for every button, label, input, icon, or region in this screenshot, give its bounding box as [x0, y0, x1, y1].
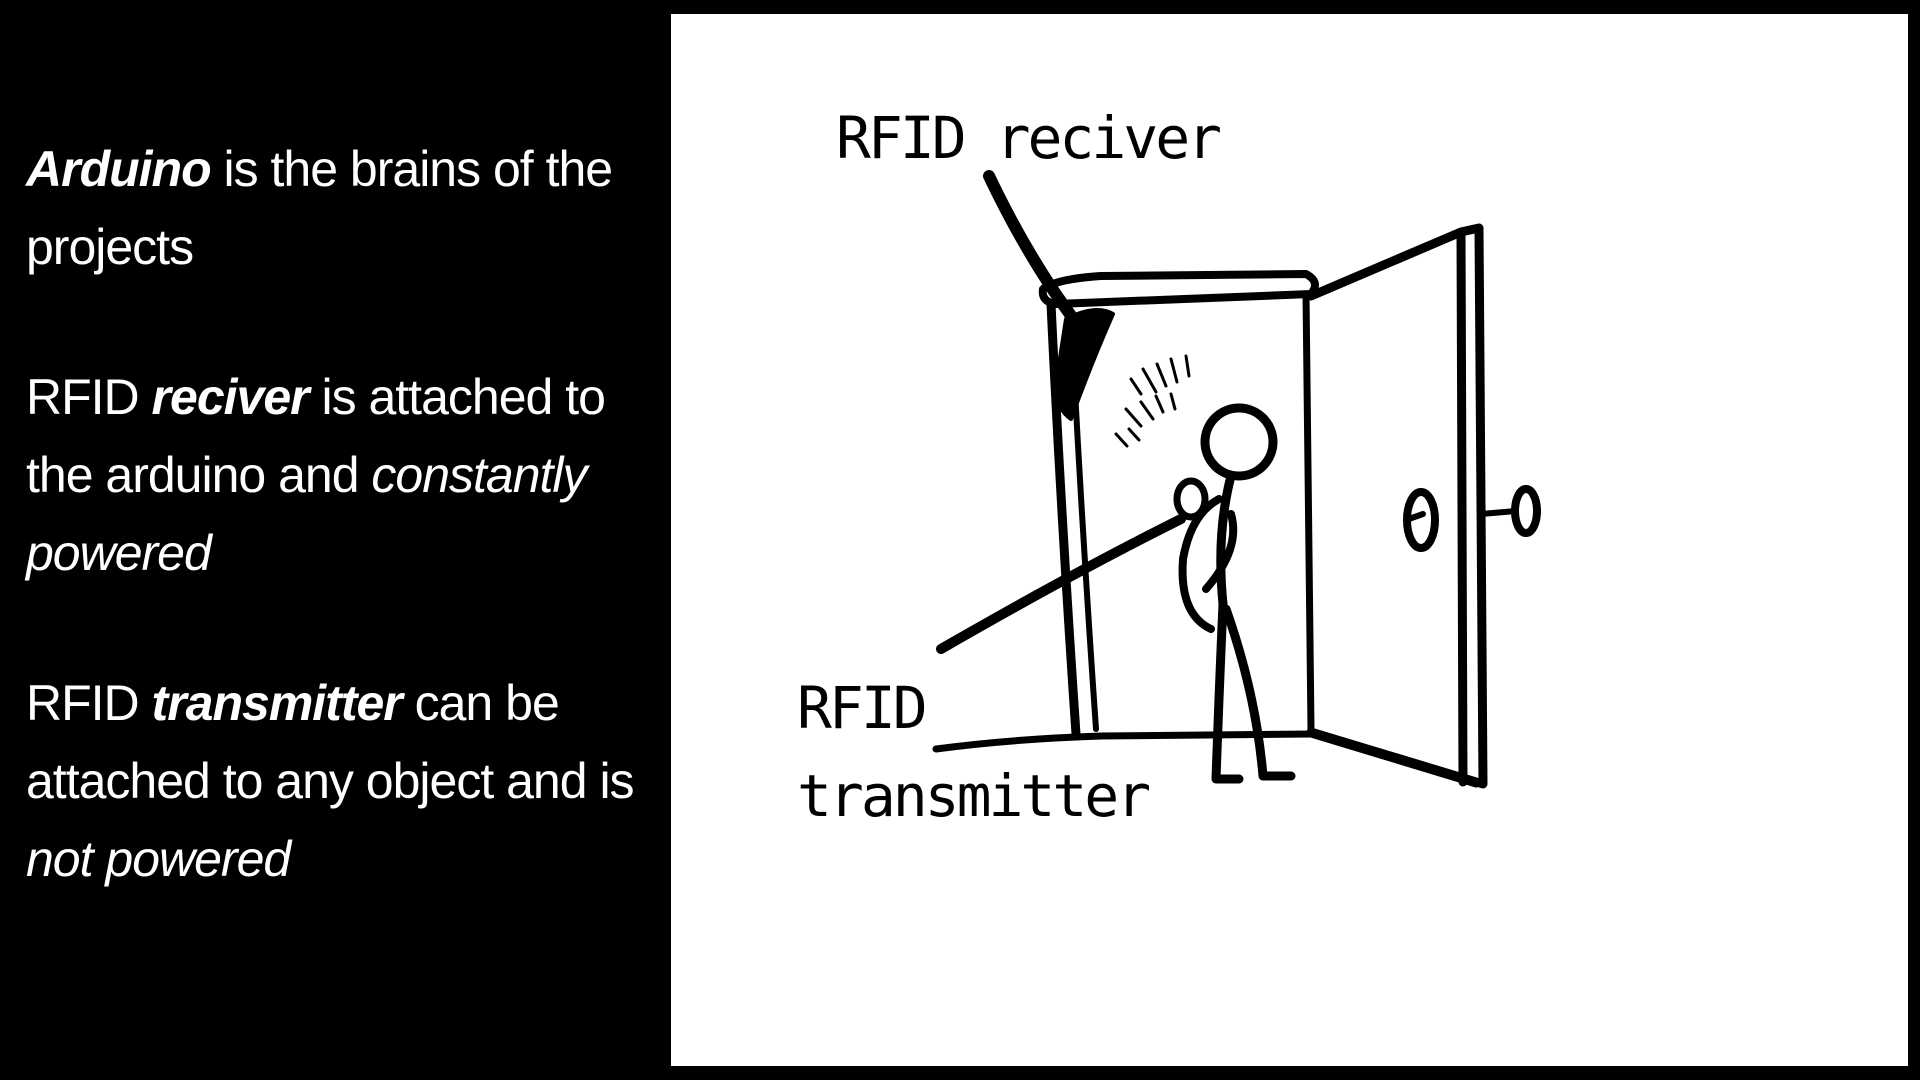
- door-drawing: RFID reciver RFID transmitter: [671, 14, 1908, 1066]
- receiver-power-note: constantly powered: [26, 447, 588, 581]
- transmitter-term: transmitter: [151, 675, 403, 731]
- door-leaf-edge: [1456, 229, 1468, 787]
- transmitter-label-line1: RFID: [797, 674, 928, 742]
- paragraph-arduino: Arduino is the brains of the projects: [26, 130, 646, 286]
- signal-waves: [1114, 354, 1191, 448]
- paragraph-transmitter: RFID transmitter can be attached to any …: [26, 664, 646, 898]
- transmitter-prefix: RFID: [26, 675, 152, 731]
- receiver-prefix: RFID: [26, 369, 152, 425]
- receiver-label: RFID reciver: [836, 104, 1222, 172]
- open-door-leaf: [1306, 223, 1488, 789]
- door-jamb-left: [1046, 299, 1081, 739]
- paragraph-receiver: RFID reciver is attached to the arduino …: [26, 358, 646, 592]
- person-head: [1200, 403, 1278, 481]
- door-frame-top: [1038, 270, 1319, 308]
- transmitter-description: can be attached to any object and is: [26, 675, 635, 809]
- arduino-term: Arduino: [26, 141, 212, 197]
- receiver-term: reciver: [151, 369, 310, 425]
- receiver-device: [1054, 308, 1115, 421]
- receiver-pointer: [983, 170, 1087, 335]
- text-panel: Arduino is the brains of the projects RF…: [26, 130, 646, 970]
- person-leg-left: [1211, 599, 1244, 784]
- door-knob-stem: [1403, 511, 1426, 523]
- transmitter-power-note: not powered: [26, 831, 291, 887]
- transmitter-label-line2: transmitter: [797, 762, 1151, 830]
- door-sketch: [932, 170, 1541, 789]
- transmitter-tag: [1173, 477, 1209, 521]
- arduino-description: is the brains of the projects: [26, 141, 613, 275]
- person-body: [1216, 471, 1236, 609]
- person-leg-right: [1221, 604, 1296, 781]
- person-arm-other: [1202, 510, 1238, 593]
- door-jamb-right: [1302, 290, 1315, 733]
- floor-line: [932, 730, 1315, 753]
- receiver-description: is attached to the arduino and: [26, 369, 606, 503]
- transmitter-pointer: [936, 514, 1186, 654]
- door-knob-back-stem: [1478, 508, 1519, 517]
